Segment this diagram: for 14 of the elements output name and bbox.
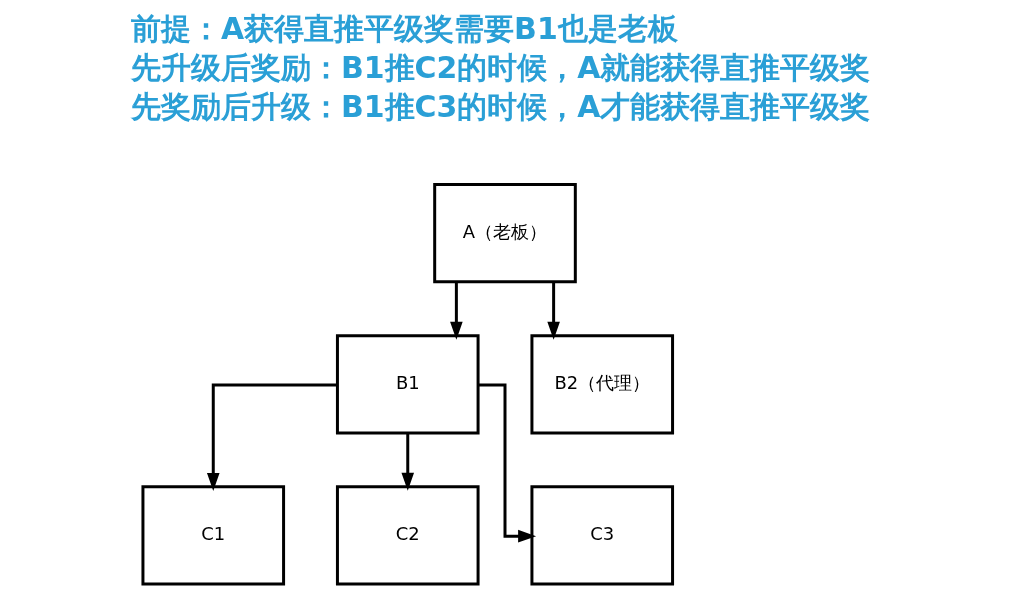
arrow: [449, 281, 463, 340]
arrow: [477, 383, 536, 543]
arrow: [546, 281, 560, 340]
label: 先升级后奖励：B1推C2的时候，A就能获得直推平级奖: [130, 50, 870, 86]
label: 先奖励后升级：B1推C3的时候，A才能获得直推平级奖: [130, 89, 870, 125]
arrow: [400, 432, 414, 491]
node-box: B2（代理）: [529, 334, 674, 435]
label: 前提：A获得直推平级奖需要B1也是老板: [130, 11, 678, 47]
node-box: C2: [335, 485, 480, 586]
node-box: B1: [335, 334, 480, 435]
node-box: C1: [140, 485, 285, 586]
arrow: [206, 383, 337, 492]
node-box: C3: [529, 485, 674, 586]
node-box: A（老板）: [432, 183, 577, 284]
